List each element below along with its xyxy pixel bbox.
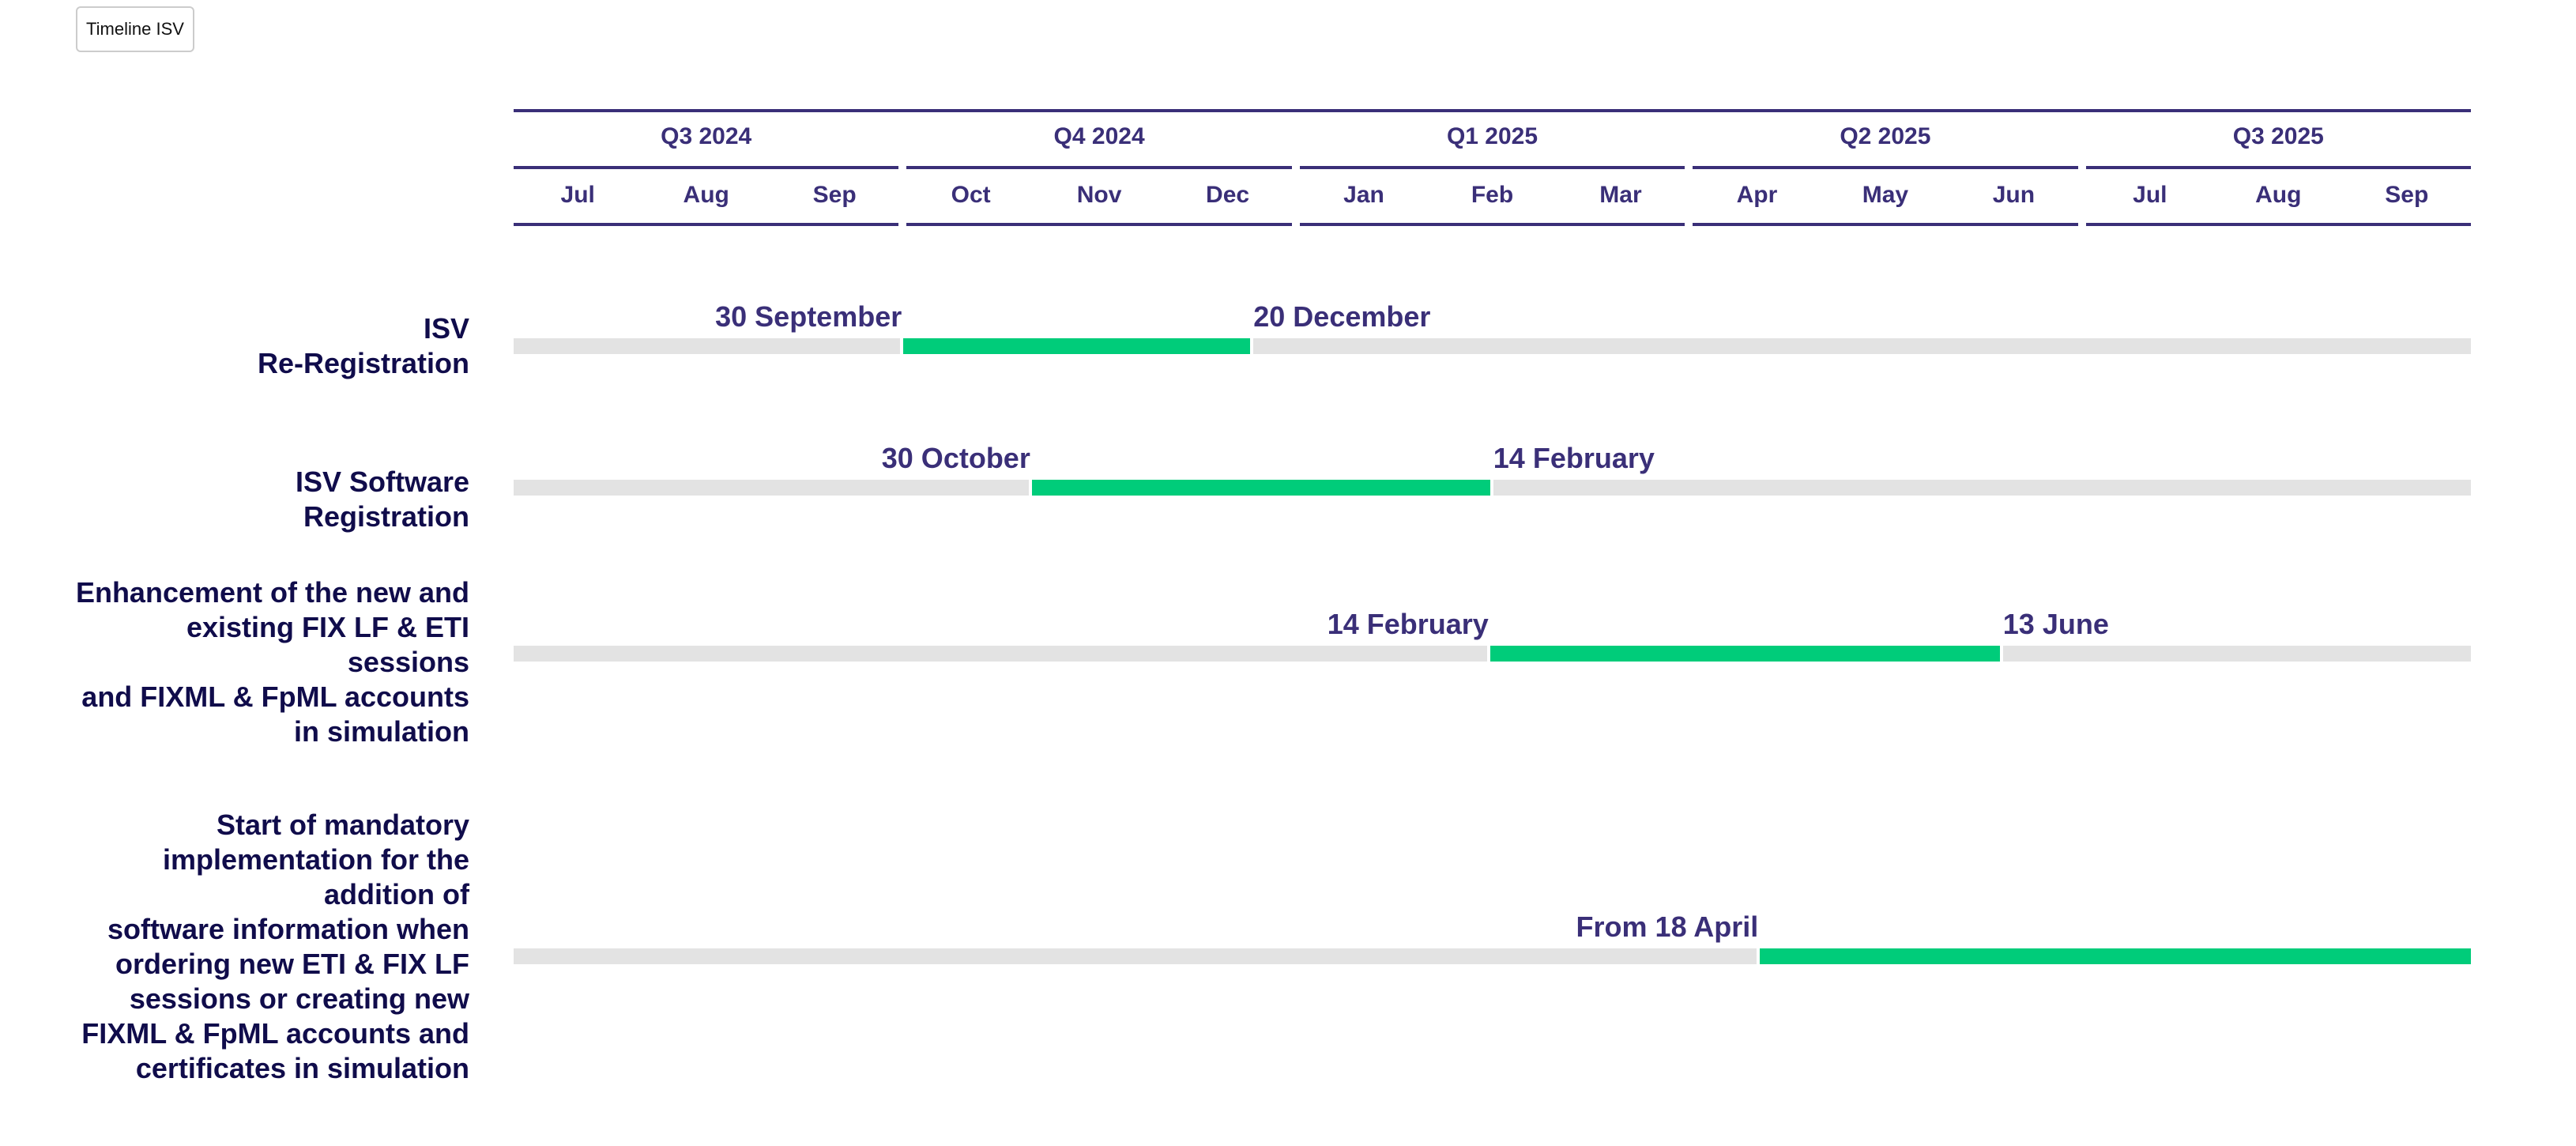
quarter-label: Q2 2025	[1840, 123, 1931, 149]
month-label: Oct	[951, 182, 991, 208]
header-top-line	[514, 109, 2471, 112]
month-label: Feb	[1471, 182, 1514, 208]
month-label: Apr	[1736, 182, 1778, 208]
month-label: Sep	[2385, 182, 2429, 208]
quarter-label: Q4 2024	[1053, 123, 1145, 149]
month-label: Jul	[2133, 182, 2167, 208]
quarter-bottom-line	[1299, 223, 1685, 226]
timeline-track: 30 October 14 February	[514, 442, 2471, 496]
quarter-bottom-line	[1693, 223, 2078, 226]
active-period-bar	[1486, 646, 2003, 662]
end-date-label: 14 February	[1493, 442, 1655, 474]
quarter-divider-line	[1693, 166, 2078, 169]
timeline-isv-button[interactable]: Timeline ISV	[76, 6, 194, 52]
quarter-bottom-line	[906, 223, 1292, 226]
quarter-divider-line	[514, 166, 899, 169]
timeline-track: From 18 April	[514, 910, 2471, 964]
quarter-label: Q1 2025	[1446, 123, 1538, 149]
month-label: Nov	[1076, 182, 1122, 208]
month-label: Aug	[683, 182, 729, 208]
active-period-bar	[1028, 480, 1493, 496]
month-row: Jul Aug Sep	[514, 182, 898, 209]
month-row: Apr May Jun	[1693, 182, 2077, 209]
end-date-label: 13 June	[2002, 608, 2109, 640]
month-label: Sep	[812, 182, 857, 208]
active-period-bar	[1757, 948, 2471, 964]
row-label: Start of mandatory implementation for th…	[81, 809, 469, 1084]
active-period-bar	[900, 338, 1254, 354]
timeline-track: 30 September 20 December	[514, 300, 2471, 354]
row-label: ISV Re-Registration	[257, 312, 469, 379]
end-date-label: 20 December	[1253, 300, 1431, 333]
quarter-label: Q3 2025	[2232, 123, 2324, 149]
month-label: Jun	[1992, 182, 2036, 208]
row-label: ISV Software Registration	[295, 466, 469, 533]
quarter-divider-line	[906, 166, 1292, 169]
month-row: Jul Aug Sep	[2086, 182, 2471, 209]
month-label: Jul	[560, 182, 595, 208]
month-label: May	[1862, 182, 1909, 208]
quarter-bottom-line	[514, 223, 899, 226]
start-date-label: 30 September	[715, 300, 902, 333]
start-date-label: 14 February	[1327, 608, 1489, 640]
month-label: Mar	[1599, 182, 1642, 208]
timeline-track: 14 February 13 June	[514, 608, 2471, 662]
month-label: Jan	[1343, 182, 1384, 208]
start-date-label: From 18 April	[1576, 910, 1759, 943]
month-row: Jan Feb Mar	[1300, 182, 1685, 209]
quarter-divider-line	[2085, 166, 2471, 169]
quarter-label: Q3 2024	[661, 123, 752, 149]
quarter-divider-line	[1299, 166, 1685, 169]
row-label: Enhancement of the new and existing FIX …	[75, 576, 469, 748]
start-date-label: 30 October	[881, 442, 1030, 474]
month-label: Aug	[2255, 182, 2302, 208]
month-row: Oct Nov Dec	[906, 182, 1291, 209]
month-label: Dec	[1206, 182, 1250, 208]
quarter-bottom-line	[2085, 223, 2471, 226]
